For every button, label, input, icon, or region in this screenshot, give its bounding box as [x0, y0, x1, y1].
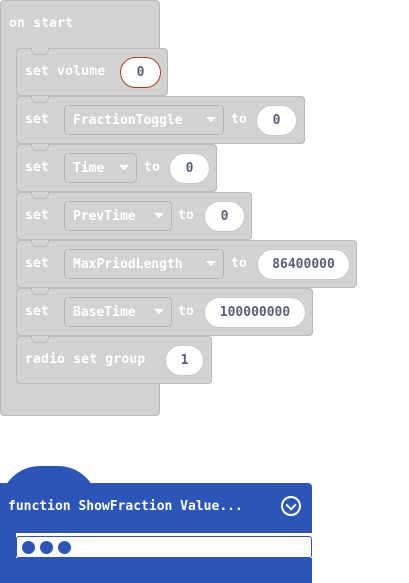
variable-name: BaseTime	[73, 304, 136, 320]
set-time-block[interactable]: set Time to 0	[16, 144, 217, 192]
set-maxpriodlength-block[interactable]: set MaxPriodLength to 86400000	[16, 240, 357, 288]
block-notch	[31, 144, 49, 151]
block-notch	[31, 336, 49, 343]
set-label: set	[25, 304, 50, 319]
chevron-down-circle-icon[interactable]	[281, 496, 301, 516]
to-label: to	[178, 304, 195, 319]
function-inner-slot[interactable]	[16, 536, 312, 558]
block-notch	[31, 96, 49, 103]
to-label: to	[231, 112, 248, 127]
set-volume-label: set volume	[25, 64, 106, 79]
block-notch	[31, 240, 49, 247]
dot-icon	[58, 540, 71, 554]
variable-name: PrevTime	[73, 208, 136, 224]
dot-icon	[22, 540, 35, 554]
block-notch	[31, 48, 49, 55]
more-options-icon[interactable]	[16, 536, 312, 558]
dropdown-arrow-icon	[154, 213, 164, 218]
radio-group-value-input[interactable]: 1	[165, 345, 204, 376]
to-label: to	[231, 256, 248, 271]
set-label: set	[25, 256, 50, 271]
variable-dropdown-fractiontoggle[interactable]: FractionToggle	[64, 105, 224, 135]
function-block-body	[0, 558, 312, 583]
dropdown-arrow-icon	[206, 117, 216, 122]
variable-dropdown-prevtime[interactable]: PrevTime	[64, 201, 172, 231]
variable-name: Time	[73, 160, 105, 176]
variable-dropdown-maxpriodlength[interactable]: MaxPriodLength	[64, 249, 224, 279]
set-label: set	[25, 208, 50, 223]
set-label: set	[25, 112, 50, 127]
variable-dropdown-time[interactable]: Time	[64, 153, 137, 183]
set-fractiontoggle-block[interactable]: set FractionToggle to 0	[16, 96, 305, 144]
radio-set-group-block[interactable]: radio set group 1	[16, 336, 212, 384]
variable-name: FractionToggle	[73, 112, 183, 128]
function-showfraction-block[interactable]	[0, 483, 312, 533]
dropdown-arrow-icon	[119, 165, 129, 170]
set-label: set	[25, 160, 50, 175]
basetime-value-input[interactable]: 100000000	[204, 297, 306, 328]
time-value-input[interactable]: 0	[169, 153, 210, 184]
volume-value-input[interactable]: 0	[120, 57, 161, 88]
set-volume-block[interactable]: set volume 0	[16, 48, 168, 96]
dot-icon	[40, 540, 53, 554]
radio-set-group-label: radio set group	[25, 352, 146, 367]
on-start-label: on start	[9, 16, 74, 31]
to-label: to	[144, 160, 161, 175]
variable-dropdown-basetime[interactable]: BaseTime	[64, 297, 172, 327]
variable-name: MaxPriodLength	[73, 256, 183, 272]
dropdown-arrow-icon	[154, 309, 164, 314]
block-notch	[31, 288, 49, 295]
dropdown-arrow-icon	[206, 261, 216, 266]
fractiontoggle-value-input[interactable]: 0	[256, 105, 297, 136]
set-basetime-block[interactable]: set BaseTime to 100000000	[16, 288, 313, 336]
maxpriodlength-value-input[interactable]: 86400000	[257, 249, 350, 280]
to-label: to	[178, 208, 195, 223]
block-notch	[31, 192, 49, 199]
prevtime-value-input[interactable]: 0	[204, 201, 245, 232]
set-prevtime-block[interactable]: set PrevTime to 0	[16, 192, 252, 240]
function-label: function ShowFraction Value...	[8, 499, 243, 514]
